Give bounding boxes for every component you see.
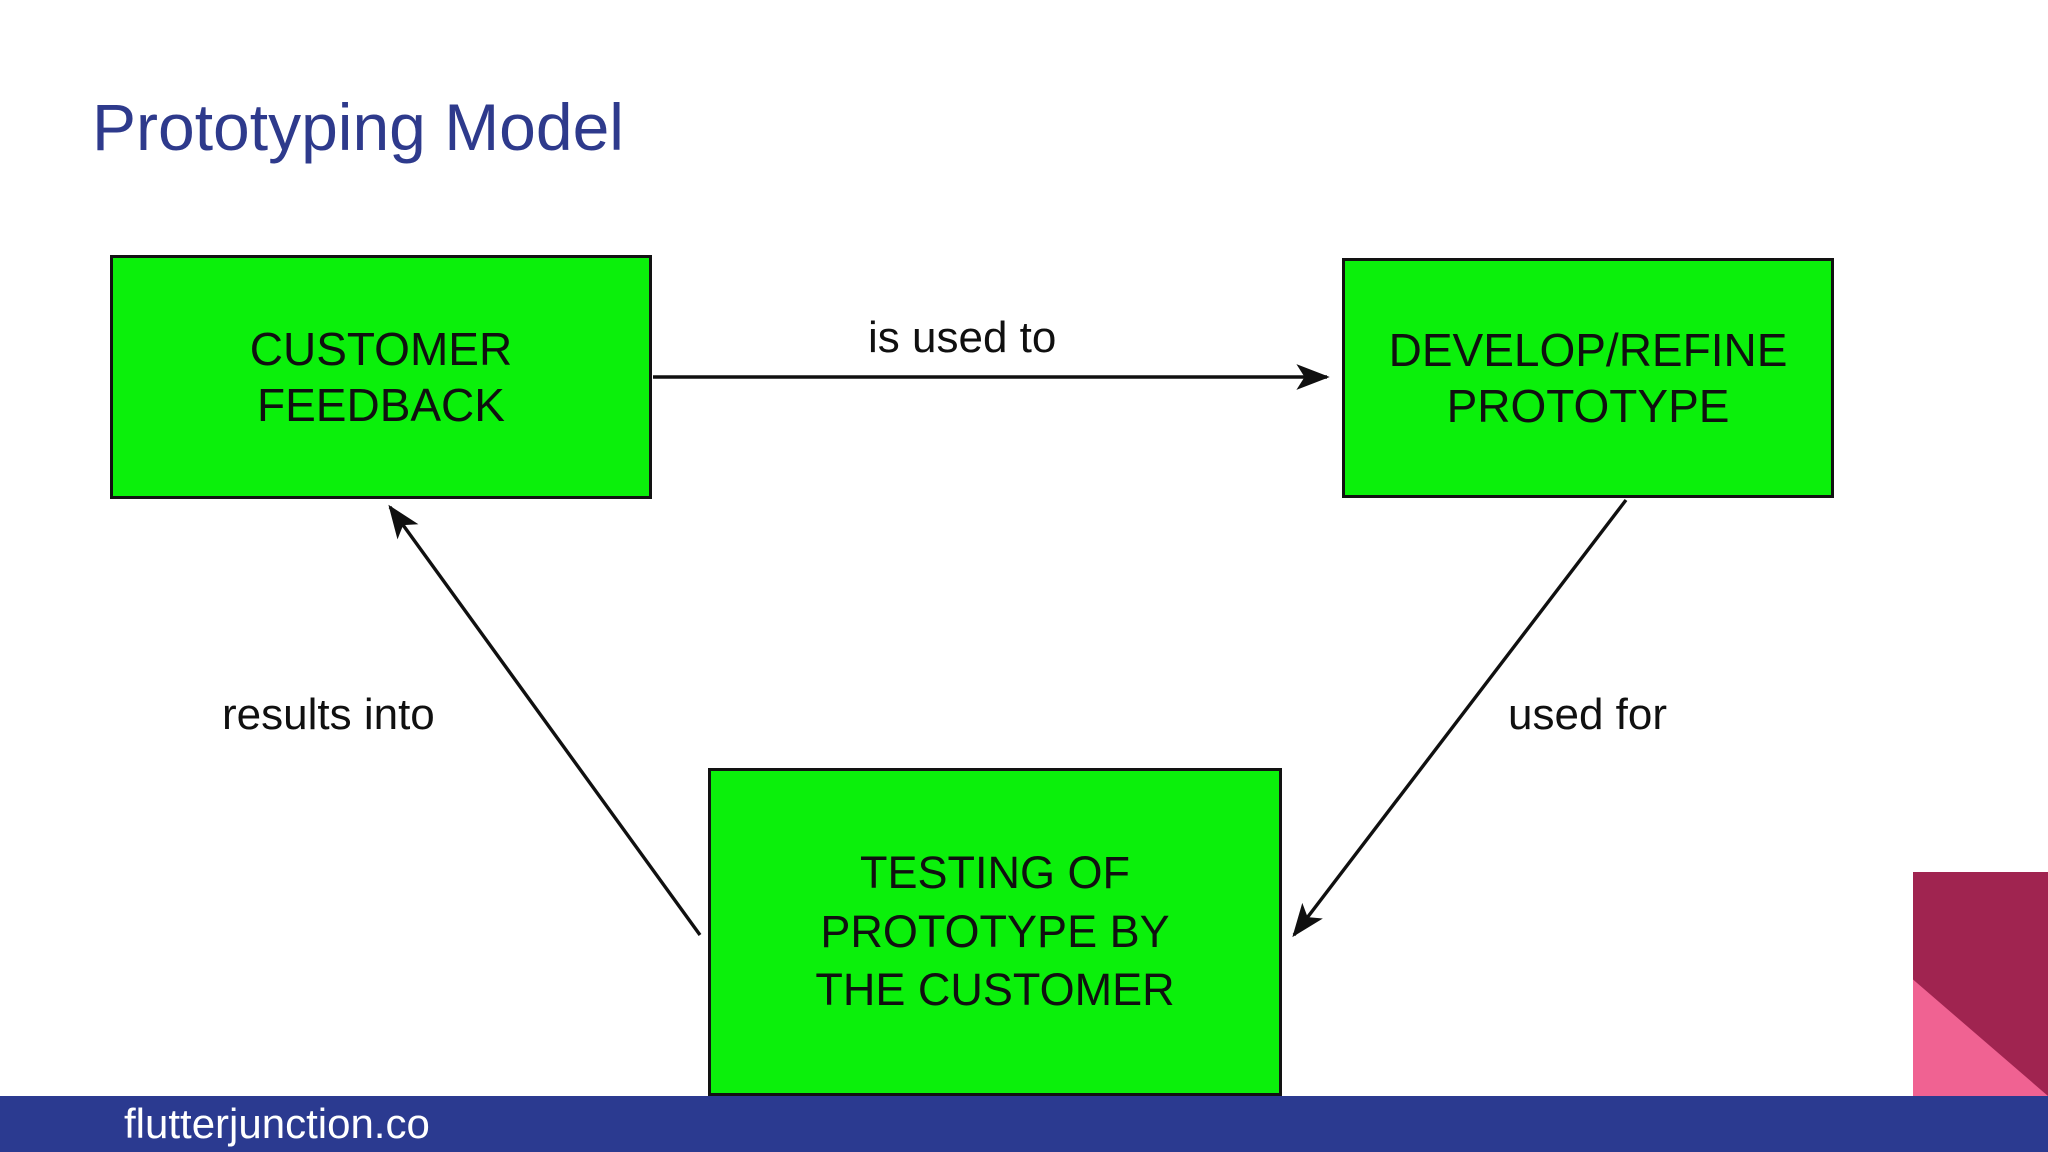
edge-label-used-for: used for: [1508, 690, 1667, 739]
footer-bar: flutterjunction.co: [0, 1096, 2048, 1152]
edge-label-is-used-to: is used to: [868, 313, 1057, 362]
node-customer-feedback[interactable]: CUSTOMER FEEDBACK: [110, 255, 652, 499]
node-develop-refine-prototype[interactable]: DEVELOP/REFINE PROTOTYPE: [1342, 258, 1834, 498]
footer-website-url: flutterjunction.co: [124, 1100, 430, 1147]
node-testing-of-prototype[interactable]: TESTING OF PROTOTYPE BY THE CUSTOMER: [708, 768, 1282, 1096]
arrow-testing-to-feedback: [388, 504, 702, 936]
page-title: Prototyping Model: [92, 90, 624, 164]
arrow-develop-to-testing: [1292, 498, 1628, 938]
corner-decoration: [1913, 872, 2048, 1096]
edge-label-results-into: results into: [222, 690, 435, 739]
